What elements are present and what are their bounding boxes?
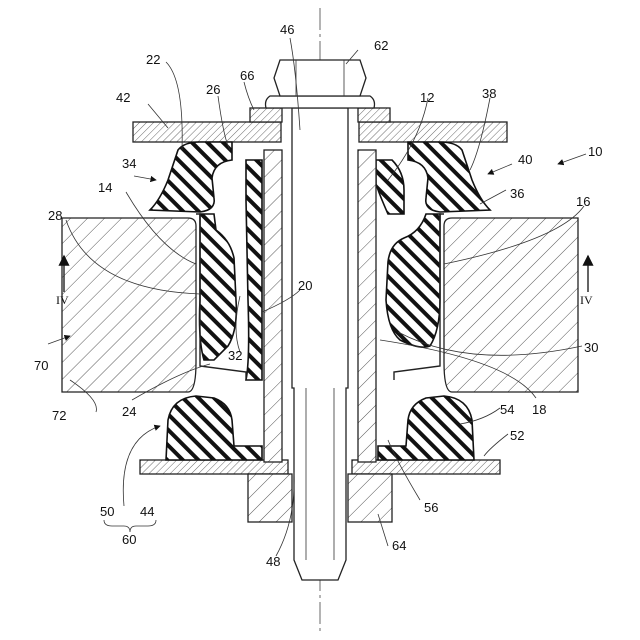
ref-18: 18 — [532, 402, 546, 417]
ref-28: 28 — [48, 208, 62, 223]
ref-66: 66 — [240, 68, 254, 83]
ref-50: 50 — [100, 504, 114, 519]
ref-70: 70 — [34, 358, 48, 373]
bolt-46 — [292, 108, 348, 580]
washer-66 — [250, 108, 282, 122]
washer-66-right — [358, 108, 390, 122]
ref-30: 30 — [584, 340, 598, 355]
ref-52: 52 — [510, 428, 524, 443]
ref-12: 12 — [420, 90, 434, 105]
ref-34: 34 — [122, 156, 136, 171]
ref-22: 22 — [146, 52, 160, 67]
ref-36: 36 — [510, 186, 524, 201]
brace-60 — [104, 520, 156, 532]
ref-44: 44 — [140, 504, 154, 519]
ref-10: 10 — [588, 144, 602, 159]
section-label-right: IV — [580, 293, 593, 307]
ref-20: 20 — [298, 278, 312, 293]
ref-64: 64 — [392, 538, 406, 553]
ref-42: 42 — [116, 90, 130, 105]
ref-54: 54 — [500, 402, 514, 417]
section-marker-right: IV — [580, 256, 593, 307]
ref-60: 60 — [122, 532, 136, 547]
section-label-left: IV — [56, 293, 69, 307]
ref-62: 62 — [374, 38, 388, 53]
ref-16: 16 — [576, 194, 590, 209]
ref-46: 46 — [280, 22, 294, 37]
ref-72: 72 — [52, 408, 66, 423]
ref-38: 38 — [482, 86, 496, 101]
ref-40: 40 — [518, 152, 532, 167]
ref-26: 26 — [206, 82, 220, 97]
ref-32: 32 — [228, 348, 242, 363]
ref-48: 48 — [266, 554, 280, 569]
ref-14: 14 — [98, 180, 112, 195]
ref-56: 56 — [424, 500, 438, 515]
sleeve-rubber-26 — [246, 160, 262, 380]
ref-24: 24 — [122, 404, 136, 419]
bolt-head-62 — [266, 60, 375, 108]
